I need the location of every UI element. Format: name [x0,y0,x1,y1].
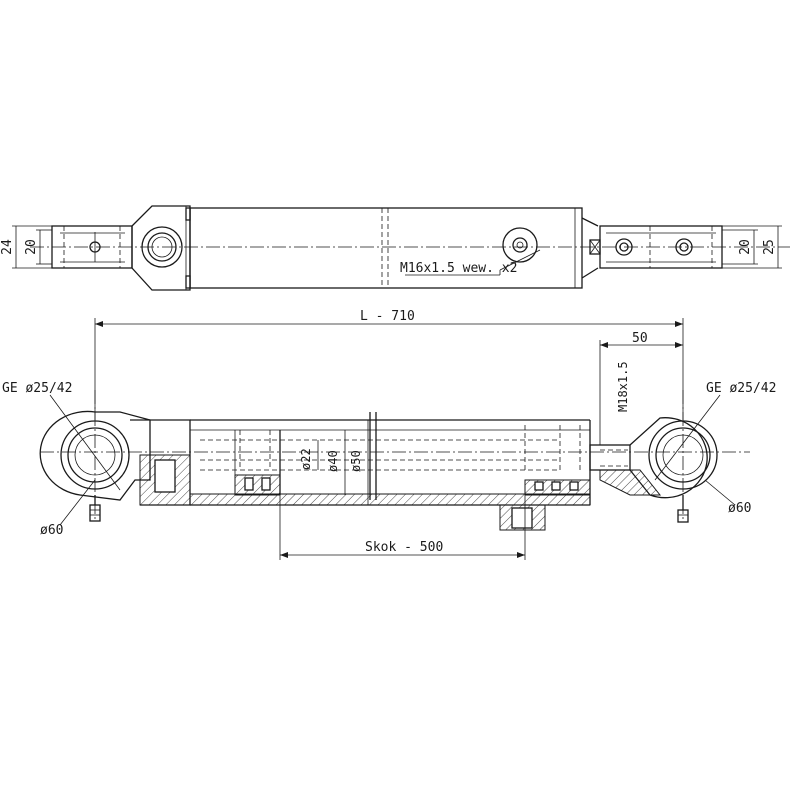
dim-left-inner: 20 [24,239,39,255]
piston [234,430,281,496]
port-thread-note: M16x1.5 wew. x2 [400,261,517,276]
dim-left-outer: 24 [0,239,15,255]
gland [524,425,591,496]
stroke-dimension [279,495,526,560]
diameter-callouts [317,420,369,505]
left-eye [39,394,151,526]
barrel [189,207,583,289]
right-eye [599,394,736,523]
left-bearing-label: GE ø25/42 [2,381,72,396]
dim-right-inner: 20 [738,239,753,255]
stroke-label: Skok - 500 [365,540,443,555]
dim-right-outer: 25 [762,239,777,255]
piston-rod [589,444,631,471]
top-dimensions [12,225,782,276]
tube-diameter-label: ø50 [349,450,363,472]
rod-diameter-label: ø22 [299,448,313,470]
bore-diameter-label: ø40 [326,450,340,472]
right-clevis [581,217,723,279]
top-view: 24 20 20 25 M16x1.5 wew. x2 [0,205,790,291]
length-dimension [94,318,684,445]
rod-end-offset-label: 50 [632,331,648,346]
left-eye-diameter: ø60 [40,523,63,538]
rod-thread-label: M18x1.5 [616,361,630,412]
right-eye-diameter: ø60 [728,501,751,516]
side-view: L - 710 50 M18x1.5 GE ø25/42 ø60 [2,309,776,560]
left-eye-body [131,205,191,291]
overall-length-label: L - 710 [360,309,415,324]
right-bearing-label: GE ø25/42 [706,381,776,396]
port-fitting [499,504,546,531]
cylinder-cap [130,419,191,506]
